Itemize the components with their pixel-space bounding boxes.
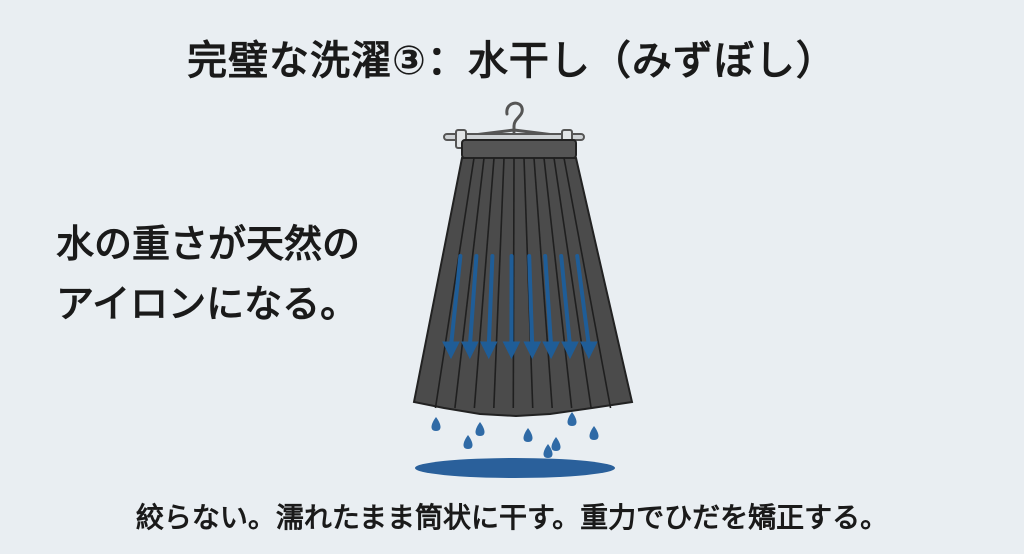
pleat-line	[493, 157, 505, 409]
water-drop-icon	[463, 435, 473, 449]
pleated-skirt-icon	[412, 139, 634, 418]
down-arrow-icon	[461, 254, 479, 360]
down-arrow-icon	[575, 254, 598, 360]
pleat-line	[553, 157, 592, 409]
water-drops	[431, 412, 599, 458]
water-drop-icon	[567, 412, 577, 426]
water-drop-icon	[589, 426, 599, 440]
pleat-line	[563, 157, 612, 409]
pleat-line	[473, 157, 495, 409]
side-text-line-1: 水の重さが天然の	[56, 222, 361, 266]
down-arrow-icon	[442, 254, 463, 360]
down-arrow-icon	[542, 254, 560, 360]
pleat-line	[434, 157, 475, 409]
side-text-line-2: アイロンになる。	[56, 282, 359, 326]
skirt-illustration	[412, 101, 634, 478]
water-drop-icon	[543, 444, 553, 458]
water-drop-icon	[431, 417, 441, 431]
down-arrow-icon	[523, 254, 542, 360]
pleat-line	[533, 157, 553, 409]
pleat-line	[543, 157, 573, 409]
pleat-line	[512, 157, 515, 409]
down-arrow-icon	[479, 254, 498, 360]
water-drop-icon	[551, 437, 561, 451]
pleat-line	[454, 157, 485, 409]
water-drop-icon	[523, 428, 533, 442]
down-arrow-icon	[559, 254, 579, 360]
side-text: 水の重さが天然の アイロンになる。	[56, 214, 360, 334]
page-title: 完璧な洗濯③：水干し（みずぼし）	[187, 38, 837, 84]
puddle-icon	[415, 458, 615, 478]
down-arrow-icon	[502, 254, 521, 360]
water-drop-icon	[475, 422, 485, 436]
caption-text: 絞らない。濡れたまま筒状に干す。重力でひだを矯正する。	[135, 501, 889, 534]
